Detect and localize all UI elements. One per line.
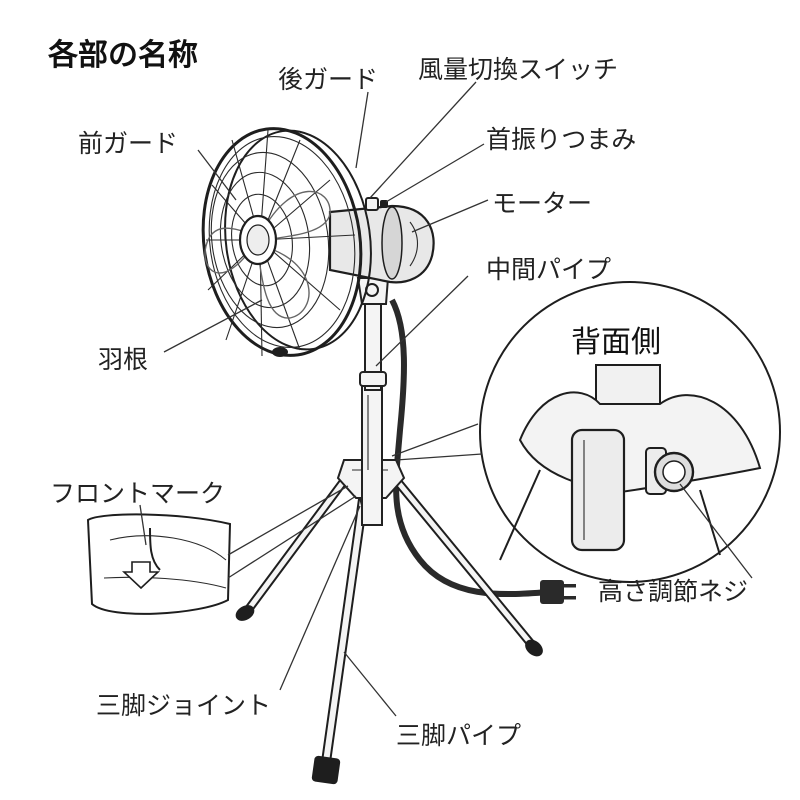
fan-guard bbox=[201, 127, 372, 357]
front-mark-arrow-icon bbox=[121, 561, 161, 590]
fan-hub bbox=[238, 214, 278, 266]
height-screw-part bbox=[645, 447, 695, 495]
part-labels: 後ガード 風量切換スイッチ 前ガード 首振りつまみ モーター 中間パイプ 羽根 … bbox=[50, 55, 748, 750]
label-speed-switch: 風量切換スイッチ bbox=[418, 55, 618, 84]
label-tripod-pipe: 三脚パイプ bbox=[396, 721, 521, 750]
tripod-legs bbox=[243, 465, 537, 767]
motor-housing bbox=[328, 204, 435, 284]
label-height-screw: 高さ調節ネジ bbox=[598, 577, 748, 606]
label-tripod-joint: 三脚ジョイント bbox=[96, 691, 271, 720]
label-front-mark: フロントマーク bbox=[50, 479, 225, 508]
label-front-guard: 前ガード bbox=[78, 129, 178, 158]
speed-switch-part bbox=[365, 197, 379, 211]
rear-view-inset: 背面側 bbox=[479, 281, 781, 583]
leader-lines bbox=[139, 81, 753, 717]
label-middle-pipe: 中間パイプ bbox=[486, 255, 611, 284]
label-oscillation-knob: 首振りつまみ bbox=[486, 125, 636, 154]
pole bbox=[359, 299, 387, 526]
fan-blades bbox=[204, 190, 331, 319]
leg-feet bbox=[235, 605, 543, 785]
label-blades: 羽根 bbox=[98, 345, 148, 374]
power-plug bbox=[540, 580, 576, 604]
diagram-title: 各部の名称 bbox=[47, 38, 198, 73]
guard-clip bbox=[272, 347, 288, 357]
power-cord bbox=[389, 298, 549, 598]
label-motor: モーター bbox=[492, 189, 592, 218]
inset-title: 背面側 bbox=[571, 325, 661, 360]
label-rear-guard: 後ガード bbox=[278, 65, 378, 94]
front-mark-inset bbox=[86, 513, 232, 615]
